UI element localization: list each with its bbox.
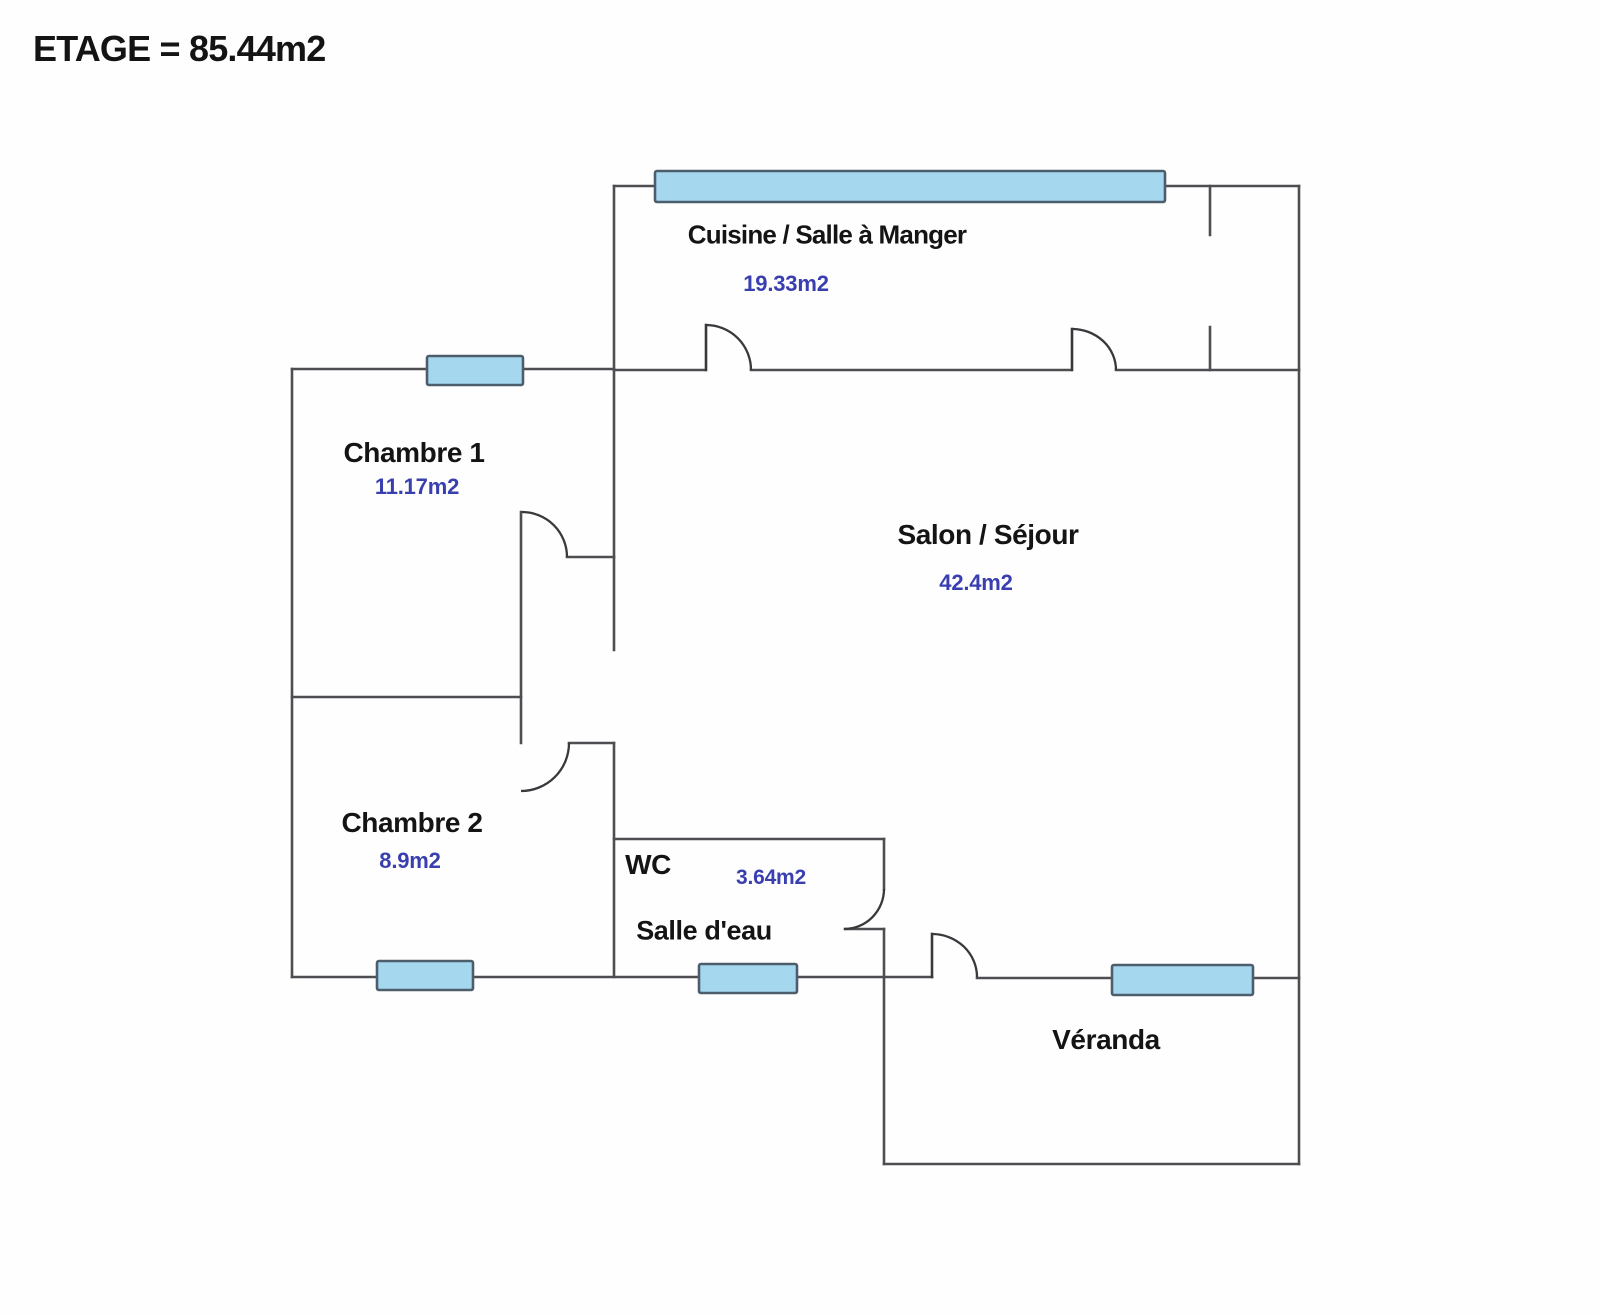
door-arc-kitchen-right [1071,327,1118,371]
room-area-wc: 3.64m2 [735,866,807,889]
door-arc-wc [843,888,886,931]
room-label-salle-eau: Salle d'eau [636,915,772,946]
room-label-cuisine: Cuisine / Salle à Manger [687,219,967,250]
room-label-wc: WC [625,849,671,880]
interior-walls [290,184,1301,979]
door-leaves [704,323,1074,979]
door-arc-veranda [931,932,979,978]
room-label-veranda: Véranda [1052,1024,1160,1055]
door-arc-kitchen-left [705,323,753,371]
windows [375,169,1255,997]
room-label-salon: Salon / Séjour [897,519,1079,550]
window-chambre1 [425,354,525,387]
room-area-chambre1: 11.17m2 [374,474,460,499]
room-label-chambre1: Chambre 1 [343,437,485,468]
window-salle-eau [697,962,799,995]
window-chambre2 [375,959,475,992]
window-veranda [1110,963,1255,997]
floor-title: ETAGE = 85.44m2 [33,28,326,69]
room-area-salon: 42.4m2 [939,570,1013,595]
window-kitchen [653,169,1167,204]
door-arc-chambre1 [521,510,569,558]
room-area-chambre2: 8.9m2 [379,848,441,873]
exterior-walls [290,184,1301,1166]
room-label-chambre2: Chambre 2 [341,807,483,838]
room-area-cuisine: 19.33m2 [743,271,829,296]
door-arcs [520,323,1118,978]
door-arc-chambre2 [520,742,571,793]
